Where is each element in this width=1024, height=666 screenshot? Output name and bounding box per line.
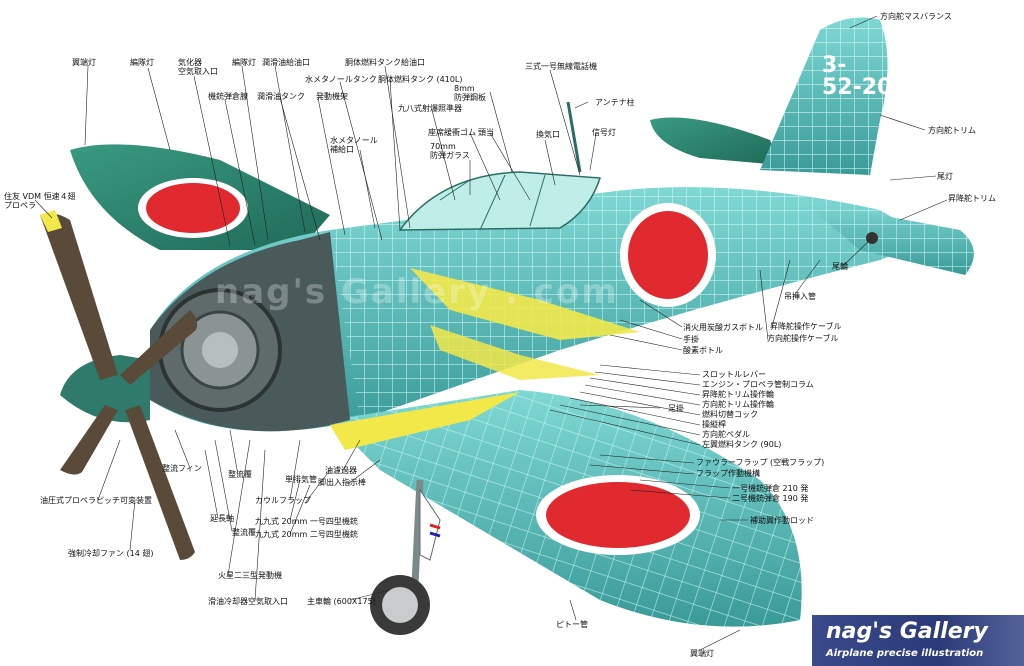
label-gunsight: 九八式射爆照準器 <box>398 104 462 113</box>
label-prop-pitch: 油圧式プロペラピッチ可変装置 <box>40 496 152 505</box>
label-cowl-flap: カウルフラップ <box>255 496 311 505</box>
label-oxygen-bottle: 酸素ボトル <box>683 346 723 355</box>
label-glass: 70mm 防弾ガラス <box>430 142 470 160</box>
label-formation-light-2: 編隊灯 <box>232 58 256 67</box>
label-wingtip-light-left: 翼端灯 <box>72 58 96 67</box>
label-fuel-cock: 燃料切替コック <box>702 410 758 419</box>
label-cooling-fan: 強制冷却ファン (14 翅) <box>68 549 154 558</box>
watermark-text: nag's Gallery . com <box>215 272 619 312</box>
label-handhold: 手掛 <box>683 335 699 344</box>
canopy <box>398 171 601 231</box>
label-ammo-190: 二号機銃弾倉 190 発 <box>732 494 809 503</box>
label-engine-mount: 発動機架 <box>316 92 348 101</box>
label-vent: 換気口 <box>536 130 560 139</box>
label-wm-filler: 水メタノール 補給口 <box>330 136 378 154</box>
left-stabilizer <box>650 117 780 165</box>
label-fairing: 整流覆 <box>228 470 252 479</box>
label-flap-actuator: フラップ作動機構 <box>696 469 760 478</box>
label-fairing-2: 整流覆 <box>232 528 256 537</box>
label-oil-filter: 油濾過器 <box>325 466 357 475</box>
label-tail-light: 尾灯 <box>937 172 953 181</box>
label-throttle: スロットルレバー <box>702 370 766 379</box>
label-spinner-fins: 整流フィン <box>162 464 202 473</box>
label-pitot: ピトー管 <box>556 620 588 629</box>
label-left-wing-tank: 左翼燃料タンク (90L) <box>702 440 782 449</box>
label-gun-ammo-box: 機銃弾倉腺 <box>208 92 248 101</box>
label-water-meth-tank: 水メタノールタンク <box>305 75 377 84</box>
label-elevator-trim: 昇降舵トリム <box>948 194 996 203</box>
badge-title: nag's Gallery <box>826 619 988 644</box>
label-headrest: 座席緩衝ゴム <box>428 128 476 137</box>
label-rudder-trim-wheel: 方向舵トリム操作輪 <box>702 400 774 409</box>
label-aileron-rod: 補助翼作動ロッド <box>750 516 814 525</box>
label-fowler-flap: ファウラーフラップ (空戦フラップ) <box>696 458 825 467</box>
label-fuselage-tank-filler: 胴体燃料タンク給油口 <box>345 58 425 67</box>
label-wingtip-light-right: 翼端灯 <box>690 649 714 658</box>
label-carb-intake: 気化器 空気取入口 <box>178 58 218 76</box>
propeller-blade-right <box>120 310 198 385</box>
label-stick: 操縦桿 <box>702 420 726 429</box>
label-antenna-mast: アンテナ柱 <box>595 98 635 107</box>
label-ammo-210: 一号機銃弾倉 210 発 <box>732 484 809 493</box>
label-gear-indicator: 脚出入指示棒 <box>318 478 366 487</box>
label-exhaust: 単排気管 <box>285 475 317 484</box>
label-elevator-trim-wheel: 昇降舵トリム操作輪 <box>702 390 774 399</box>
label-propeller: 住友 VDM 恒速４翅 プロペラ <box>4 192 76 210</box>
gear-strut <box>411 479 424 586</box>
label-engine-prop-column: エンジン・プロペラ管制コラム <box>702 380 814 389</box>
gallery-badge: nag's Gallery Airplane precise illustrat… <box>812 615 1024 666</box>
label-ext-shaft: 延長軸 <box>210 514 234 523</box>
label-oil-filler: 潤滑油給油口 <box>262 58 310 67</box>
label-hoist-tube: 吊挿入管 <box>784 292 816 301</box>
label-elevator-cable: 昇降舵操作ケーブル <box>770 322 842 331</box>
label-headrest-2: 頭当 <box>478 128 494 137</box>
badge-subtitle: Airplane precise illustration <box>826 648 984 659</box>
label-cannon-1: 九九式 20mm 一号四型機銃 <box>255 517 358 526</box>
label-fuselage-tank: 胴体燃料タンク (410L) <box>378 75 463 84</box>
label-radio: 三式一号無線電話機 <box>525 62 597 71</box>
label-formation-light: 編隊灯 <box>130 58 154 67</box>
label-rudder-trim: 方向舵トリム <box>928 126 976 135</box>
label-rudder-mass-balance: 方向舵マスバランス <box>880 12 952 21</box>
label-tailwheel: 尾輪 <box>832 262 848 271</box>
label-oil-tank: 潤滑油タンク <box>257 92 305 101</box>
label-signal-light: 信号灯 <box>592 128 616 137</box>
tail-code: 3- 52-20 <box>822 53 893 100</box>
propeller-blade-bottom <box>60 405 118 475</box>
propeller-blade-top <box>40 213 118 380</box>
propeller-blade-lower <box>125 405 195 560</box>
label-foot-step: 足掛 <box>668 404 684 413</box>
label-rudder-cable: 方向舵操作ケーブル <box>767 334 839 343</box>
label-main-wheel: 主車輪 (600X175) <box>307 597 376 606</box>
label-armor-plate: 8mm 防弾鋼板 <box>454 84 486 102</box>
leading-edge-yellow <box>330 392 520 450</box>
label-co2-bottle: 消火用炭酸ガスボトル <box>683 323 763 332</box>
label-engine: 火星二三型発動機 <box>218 571 282 580</box>
label-rudder-pedal: 方向舵ペダル <box>702 430 750 439</box>
label-oil-cooler-intake: 滑油冷却器空気取入口 <box>208 597 288 606</box>
antenna-mast <box>566 101 582 173</box>
label-cannon-2: 九九式 20mm 二号四型機銃 <box>255 530 358 539</box>
leader-lines <box>34 15 948 651</box>
